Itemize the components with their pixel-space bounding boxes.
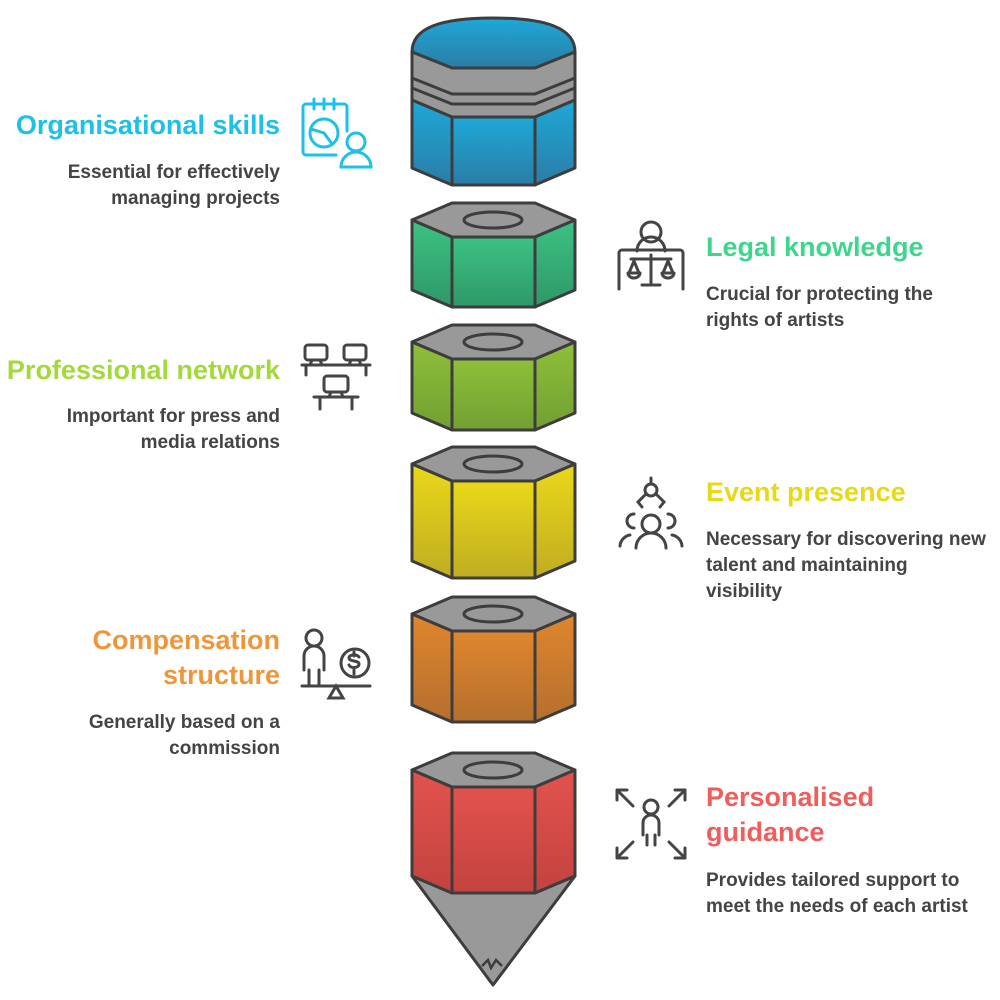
yellow-segment-left-face xyxy=(410,462,454,580)
red-segment-left-face xyxy=(410,768,454,895)
item-desc-legal-knowledge: Crucial for protecting the rights of art… xyxy=(706,284,933,331)
orange-segment-front-face xyxy=(450,629,537,724)
eraser-dome xyxy=(410,16,577,70)
olive-segment-hole xyxy=(462,332,524,352)
yellow-segment-front-face xyxy=(450,479,537,580)
yellow-segment-hole xyxy=(462,454,524,474)
red-segment-hole xyxy=(462,760,524,780)
person-dollar-balance-icon xyxy=(300,628,372,700)
pencil-lead-break xyxy=(481,957,503,971)
ferrule-line xyxy=(411,76,576,96)
eraser-body-right-face xyxy=(533,98,577,187)
green-segment-hole xyxy=(462,210,524,230)
item-desc-organisational-skills: Essential for effectively managing proje… xyxy=(67,162,280,209)
eraser-body-front-face xyxy=(450,115,537,187)
olive-segment-front-face xyxy=(450,357,537,432)
talent-scout-group-icon xyxy=(618,476,684,550)
red-segment-right-face xyxy=(533,768,577,895)
yellow-segment-right-face xyxy=(533,462,577,580)
item-title-legal-knowledge: Legal knowledge xyxy=(706,232,924,262)
person-focus-arrows-icon xyxy=(615,788,687,860)
olive-segment-left-face xyxy=(410,340,454,432)
orange-segment-right-face xyxy=(533,612,577,724)
ferrule-line xyxy=(411,86,576,106)
item-title-event-presence: Event presence xyxy=(706,477,906,507)
olive-segment-right-face xyxy=(533,340,577,432)
green-segment-right-face xyxy=(533,218,577,309)
item-desc-compensation-structure: Generally based on a commission xyxy=(88,712,280,759)
item-title-organisational-skills: Organisational skills xyxy=(15,110,280,140)
orange-segment-left-face xyxy=(410,612,454,724)
item-desc-event-presence: Necessary for discovering new talent and… xyxy=(706,529,986,602)
judge-scales-icon xyxy=(617,220,685,291)
item-desc-personalised-guidance: Provides tailored support to meet the ne… xyxy=(706,870,968,917)
calendar-chart-person-icon xyxy=(301,97,373,169)
item-title-compensation-structure: Compensation structure xyxy=(92,625,280,690)
item-title-personalised-guidance: Personalised guidance xyxy=(706,782,875,847)
item-title-professional-network: Professional network xyxy=(6,355,280,385)
green-segment-left-face xyxy=(410,218,454,309)
network-computers-icon xyxy=(300,343,372,411)
orange-segment-hole xyxy=(462,604,524,624)
green-segment-front-face xyxy=(450,235,537,309)
red-segment-front-face xyxy=(450,785,537,895)
item-desc-professional-network: Important for press and media relations xyxy=(66,406,280,453)
